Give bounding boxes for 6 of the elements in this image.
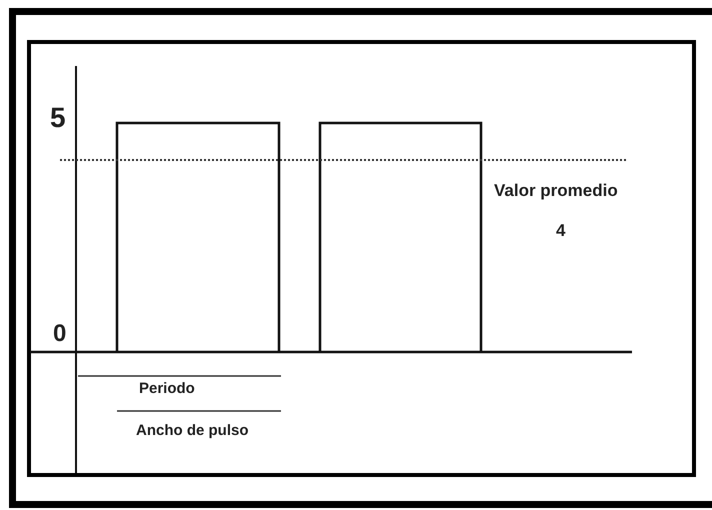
axis-tick-label: 5 [50,104,66,132]
average-value-label: Valor promedio [494,182,618,199]
pulse-width-label: Ancho de pulso [136,423,248,438]
period-label: Periodo [139,381,195,396]
axis-tick-label: 0 [53,322,66,346]
average-value: 4 [556,222,566,239]
